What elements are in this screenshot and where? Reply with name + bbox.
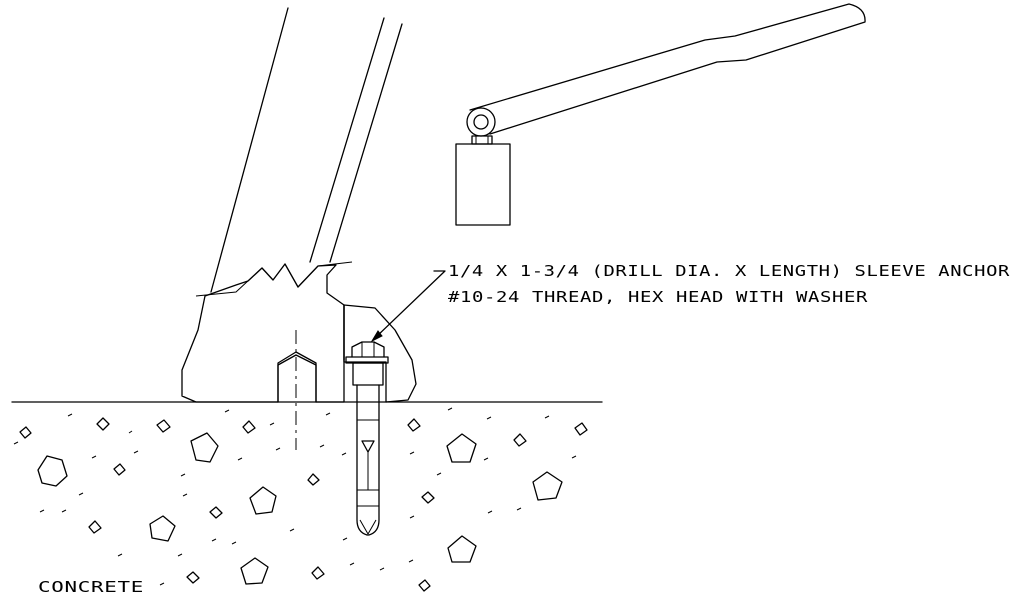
sleeve-anchor — [345, 341, 389, 536]
concrete-aggregate — [13, 407, 588, 592]
wrench-socket — [455, 143, 511, 226]
concrete-label: CONCRETE — [38, 578, 144, 596]
foot-casting — [181, 261, 417, 450]
stand-legs — [210, 7, 403, 293]
callout-line-1: 1/4 X 1-3/4 (DRILL DIA. X LENGTH) SLEEVE… — [448, 262, 1011, 280]
callout-leader — [370, 270, 446, 343]
callout-line-2: #10-24 THREAD, HEX HEAD WITH WASHER — [448, 288, 869, 306]
torque-wrench — [455, 3, 866, 226]
